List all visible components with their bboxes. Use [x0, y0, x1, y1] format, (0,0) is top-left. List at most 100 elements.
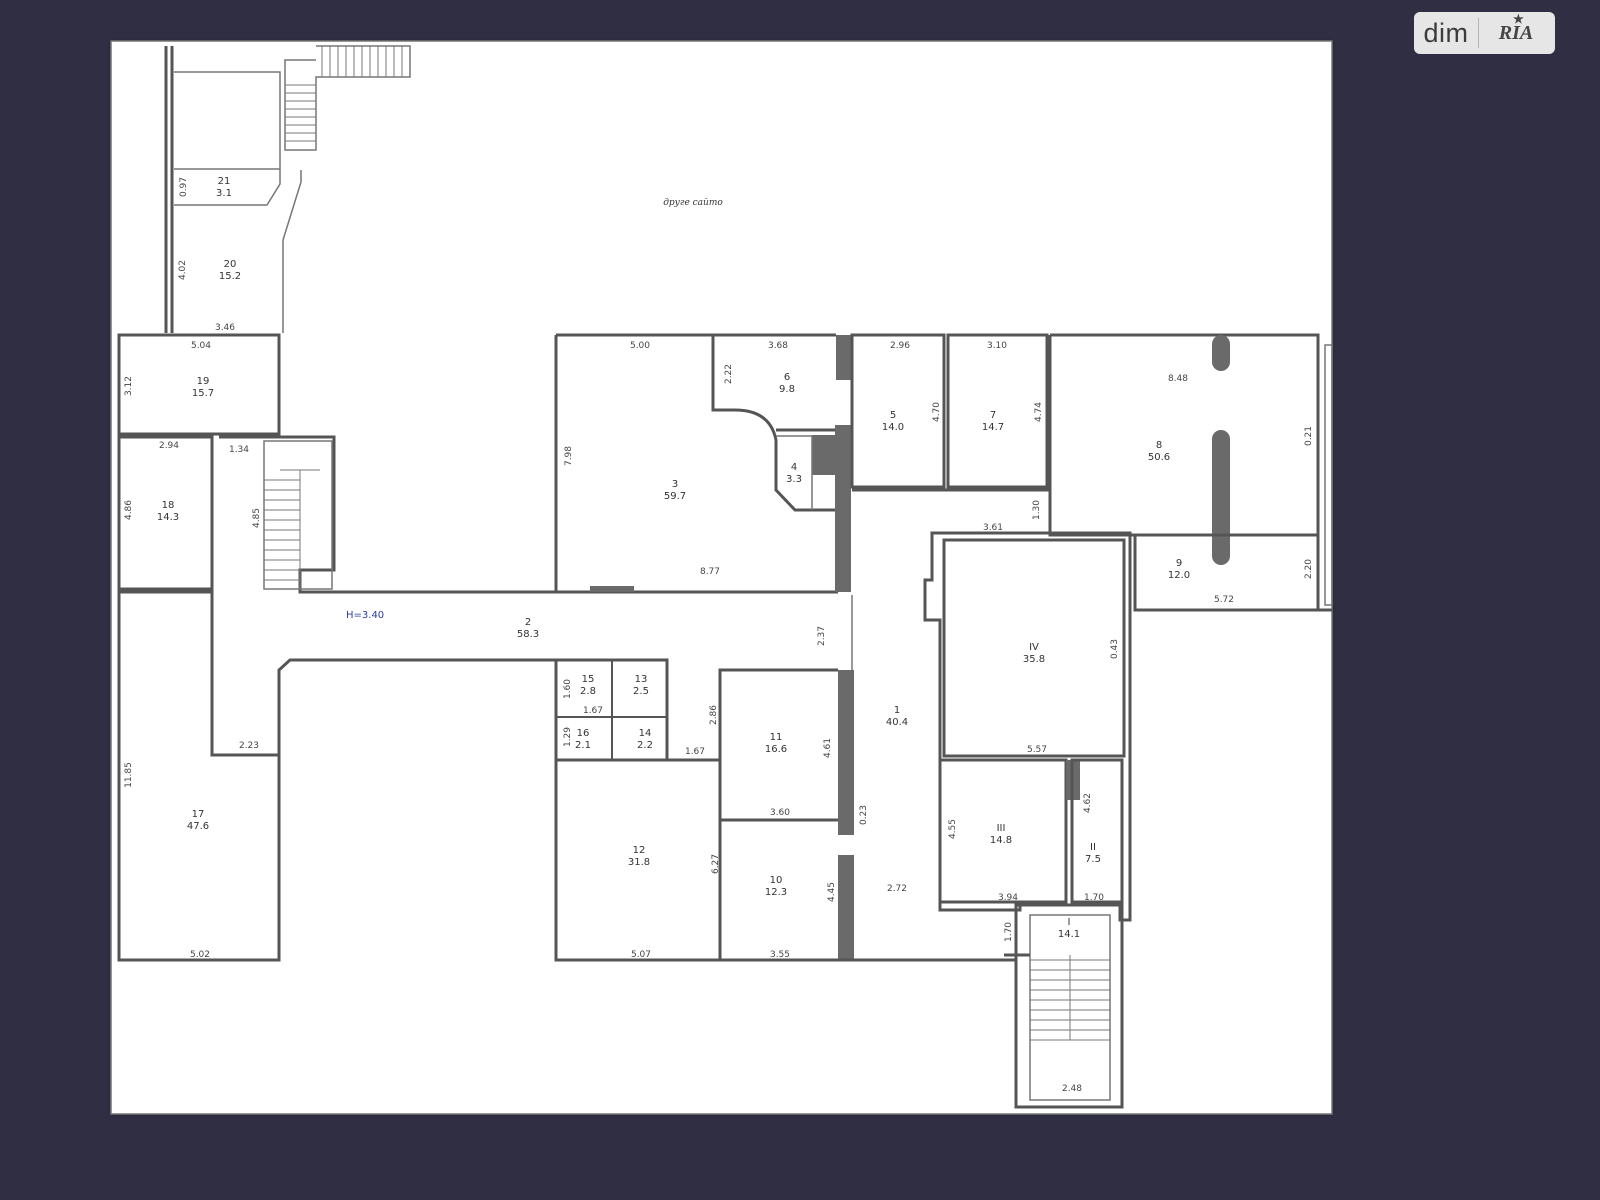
room-area-8: 50.6 — [1148, 452, 1170, 463]
dimension-label: 3.12 — [124, 376, 134, 396]
room-area-I: 14.1 — [1058, 929, 1080, 940]
room-area-III: 14.8 — [990, 835, 1012, 846]
dimension-label: 3.68 — [768, 341, 788, 351]
room-number-2: 2 — [525, 617, 531, 628]
dimension-label: 3.55 — [770, 950, 790, 960]
room-number-16: 16 — [577, 728, 590, 739]
left-rooms — [117, 333, 838, 962]
room-area-17: 47.6 — [187, 821, 209, 832]
dimension-label: 8.77 — [700, 567, 720, 577]
room-number-10: 10 — [770, 875, 783, 886]
dimension-label: 3.10 — [987, 341, 1007, 351]
logo-divider — [1478, 18, 1479, 48]
elevation-label: H=3.40 — [346, 610, 384, 621]
room-number-5: 5 — [890, 410, 896, 421]
dimension-label: 4.86 — [124, 500, 134, 520]
logo-dim: dim — [1423, 17, 1469, 48]
stair-I — [1004, 903, 1124, 1109]
room-area-1: 40.4 — [886, 717, 908, 728]
dimension-label: 3.60 — [770, 808, 790, 818]
room-area-2: 58.3 — [517, 629, 539, 640]
dimension-label: 0.97 — [179, 177, 189, 197]
dimension-label: 2.48 — [1062, 1084, 1082, 1094]
room-number-IV: IV — [1029, 642, 1039, 653]
corridor-wall — [277, 658, 665, 755]
rooms-8-9 — [1048, 333, 1333, 612]
room-area-19: 15.7 — [192, 388, 214, 399]
room-area-II: 7.5 — [1085, 854, 1101, 865]
room-number-II: II — [1090, 842, 1096, 853]
room-number-9: 9 — [1176, 558, 1182, 569]
dimension-label: 5.72 — [1214, 595, 1234, 605]
dimension-label: 2.96 — [890, 341, 910, 351]
room-number-15: 15 — [582, 674, 595, 685]
room-area-11: 16.6 — [765, 744, 787, 755]
room-number-17: 17 — [192, 809, 205, 820]
dimension-label: 1.30 — [1032, 500, 1042, 520]
room-area-6: 9.8 — [779, 384, 795, 395]
dimension-label: 2.22 — [724, 364, 734, 384]
dimension-label: 4.55 — [948, 819, 958, 839]
room-number-20: 20 — [224, 259, 237, 270]
dimension-label: 2.72 — [887, 884, 907, 894]
dimension-label: 11.85 — [124, 762, 134, 788]
room-number-18: 18 — [162, 500, 175, 511]
room-area-15: 2.8 — [580, 686, 596, 697]
room-number-1: 1 — [894, 705, 900, 716]
dimension-label: 0.43 — [1110, 639, 1120, 659]
room-number-14: 14 — [639, 728, 652, 739]
dimension-label: 4.45 — [827, 882, 837, 902]
room-number-21: 21 — [218, 176, 231, 187]
dimension-label: 2.86 — [709, 705, 719, 725]
room-number-I: I — [1068, 917, 1071, 928]
dimension-label: 4.62 — [1083, 793, 1093, 813]
room-number-4: 4 — [791, 462, 797, 473]
other-site-label: друге сайто — [663, 198, 723, 208]
dimension-label: 5.00 — [630, 341, 650, 351]
room-area-14: 2.2 — [637, 740, 653, 751]
room-area-10: 12.3 — [765, 887, 787, 898]
room-area-20: 15.2 — [219, 271, 241, 282]
room-area-13: 2.5 — [633, 686, 649, 697]
room-area-5: 14.0 — [882, 422, 904, 433]
room-number-19: 19 — [197, 376, 210, 387]
dimension-label: 5.57 — [1027, 745, 1047, 755]
dimension-label: 1.29 — [563, 727, 573, 747]
room-area-IV: 35.8 — [1023, 654, 1045, 665]
room-number-7: 7 — [990, 410, 996, 421]
lower-middle — [554, 595, 1016, 962]
room-number-13: 13 — [635, 674, 648, 685]
dimension-label: 5.07 — [631, 950, 651, 960]
room-number-3: 3 — [672, 479, 678, 490]
dimension-label: 4.70 — [932, 402, 942, 422]
right-middle — [852, 488, 1132, 922]
room-number-8: 8 — [1156, 440, 1162, 451]
top-stair — [164, 45, 411, 333]
room-number-12: 12 — [633, 845, 646, 856]
dimension-label: 5.02 — [190, 950, 210, 960]
room-area-7: 14.7 — [982, 422, 1004, 433]
dim-ria-logo: dim ★RIA — [1414, 12, 1555, 54]
room-area-16: 2.1 — [575, 740, 591, 751]
dimension-label: 8.48 — [1168, 374, 1188, 384]
dimension-label: 1.34 — [229, 445, 249, 455]
dimension-label: 1.70 — [1004, 922, 1014, 942]
dimension-label: 3.94 — [998, 893, 1018, 903]
logo-ria-text: RIA — [1498, 21, 1534, 44]
room-area-12: 31.8 — [628, 857, 650, 868]
dimension-label: 4.85 — [252, 508, 262, 528]
dimension-label: 0.23 — [859, 805, 869, 825]
dimension-label: 5.04 — [191, 341, 211, 351]
labels: 140.4258.3359.743.3514.069.8714.7850.691… — [124, 176, 1314, 1094]
room-area-21: 3.1 — [216, 188, 232, 199]
dimension-label: 4.02 — [178, 260, 188, 280]
rooms-5-6-7 — [711, 333, 1049, 489]
room-3-block — [554, 333, 851, 592]
dimension-label: 3.61 — [983, 523, 1003, 533]
room-number-III: III — [997, 823, 1006, 834]
dimension-label: 3.46 — [215, 323, 235, 333]
logo-ria: ★RIA — [1479, 12, 1553, 45]
room-number-6: 6 — [784, 372, 790, 383]
star-icon: ★ — [1513, 11, 1524, 26]
room-number-11: 11 — [770, 732, 783, 743]
